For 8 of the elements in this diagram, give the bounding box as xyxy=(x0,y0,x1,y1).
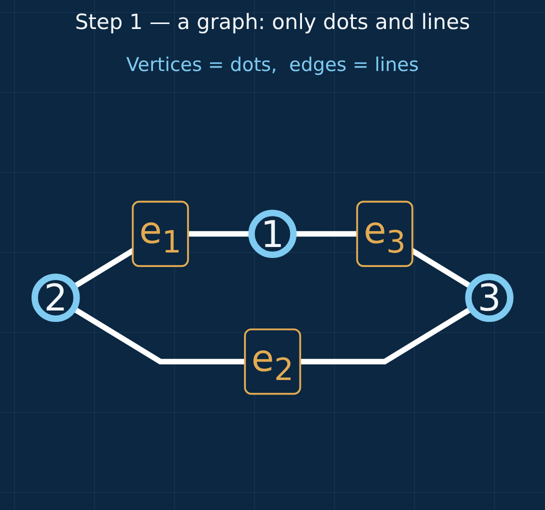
subtitle: Vertices = dots, edges = lines xyxy=(126,54,419,76)
vertex-number: 2 xyxy=(44,274,68,322)
edge-label: e$_{3}$ xyxy=(356,200,414,267)
diagram-title: Step 1 — a graph: only dots and lines xyxy=(74,10,470,34)
edge-label: e$_{2}$ xyxy=(244,328,301,394)
edge-label: e$_{1}$ xyxy=(132,200,189,267)
vertex-number: 1 xyxy=(260,210,284,258)
vertex-number: 3 xyxy=(478,274,502,322)
